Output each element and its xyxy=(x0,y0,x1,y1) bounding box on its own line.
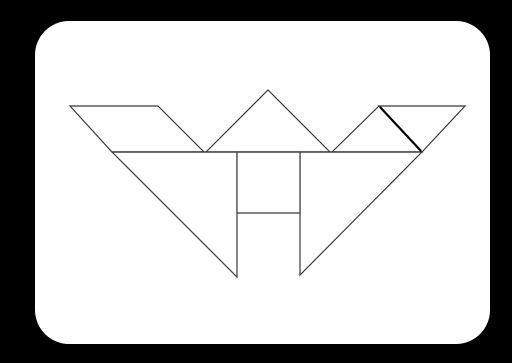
tangram-piece-right-large-triangle[interactable] xyxy=(300,152,422,275)
tangram-piece-left-parallelogram[interactable] xyxy=(70,106,204,152)
tangram-piece-square[interactable] xyxy=(237,152,300,213)
tangram-piece-top-triangle[interactable] xyxy=(206,90,330,152)
tangram-piece-left-large-triangle[interactable] xyxy=(112,152,237,277)
